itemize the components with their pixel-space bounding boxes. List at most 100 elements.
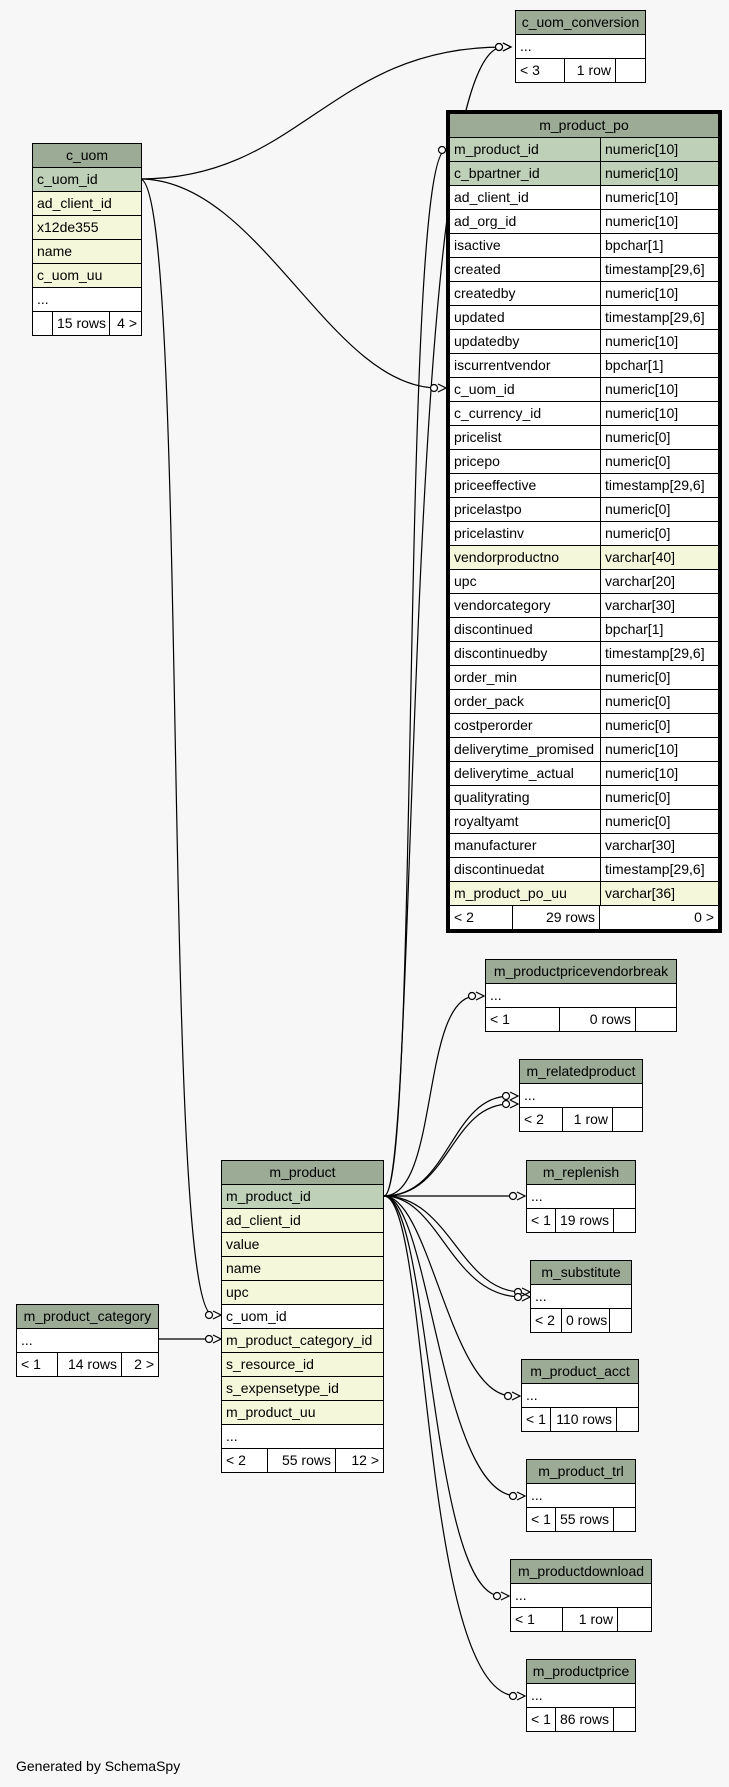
table-title[interactable]: m_product_po: [450, 114, 718, 138]
column-name: order_min: [454, 669, 518, 685]
parents-link[interactable]: < 1: [526, 1411, 546, 1427]
table-title[interactable]: m_productpricevendorbreak: [486, 960, 676, 984]
parents-link[interactable]: < 2: [524, 1111, 544, 1127]
column-name: priceeffective: [454, 477, 537, 493]
crowfoot-marker: [509, 1099, 520, 1109]
table-title[interactable]: c_uom_conversion: [516, 11, 645, 35]
children-link[interactable]: [609, 1309, 631, 1332]
row-count: 1 row: [562, 1108, 612, 1131]
parents-link[interactable]: [33, 312, 52, 335]
parents-link[interactable]: < 1: [531, 1711, 551, 1727]
column-name: ...: [21, 1332, 33, 1348]
children-link[interactable]: 4 >: [109, 312, 141, 335]
crowfoot-marker: [516, 1191, 527, 1201]
column-type: numeric[0]: [600, 450, 718, 473]
table-title[interactable]: m_product_trl: [527, 1460, 635, 1484]
column-name: discontinuedat: [454, 861, 545, 877]
table-title[interactable]: m_productdownload: [511, 1560, 651, 1584]
parents-link[interactable]: < 1: [515, 1611, 535, 1627]
column-type: numeric[10]: [600, 186, 718, 209]
parents-link[interactable]: < 1: [21, 1356, 41, 1372]
column-name: name: [37, 243, 73, 259]
parents-link[interactable]: < 1: [531, 1212, 551, 1228]
column-type: numeric[0]: [600, 810, 718, 833]
row-count: 0 rows: [559, 1008, 635, 1031]
crowfoot-marker: [511, 1391, 522, 1401]
children-link[interactable]: [616, 1408, 638, 1431]
children-link[interactable]: [617, 1608, 651, 1631]
table-title[interactable]: c_uom: [33, 144, 141, 168]
parents-link[interactable]: < 1: [531, 1511, 551, 1527]
children-link[interactable]: [635, 1008, 676, 1031]
children-link[interactable]: 2 >: [121, 1353, 158, 1376]
column-name: m_product_po_uu: [454, 885, 567, 901]
column-name: updatedby: [454, 333, 520, 349]
column-name: pricelastinv: [454, 525, 525, 541]
column-row: ad_client_id: [222, 1209, 383, 1233]
row-count: 0 rows: [561, 1309, 609, 1332]
table-title[interactable]: m_product_acct: [522, 1360, 638, 1384]
column-name: vendorproductno: [454, 549, 560, 565]
column-name: ad_org_id: [454, 213, 517, 229]
parents-link[interactable]: < 1: [490, 1011, 510, 1027]
children-link[interactable]: [612, 1108, 642, 1131]
column-name: deliverytime_promised: [454, 741, 595, 757]
children-link[interactable]: [613, 1508, 635, 1531]
parents-link[interactable]: < 2: [226, 1452, 246, 1468]
children-link[interactable]: [613, 1708, 635, 1731]
table-title[interactable]: m_product_category: [17, 1305, 158, 1329]
children-link[interactable]: 0 >: [599, 906, 718, 929]
table-title[interactable]: m_relatedproduct: [520, 1060, 642, 1084]
table-title[interactable]: m_productprice: [527, 1660, 635, 1684]
children-link[interactable]: [613, 1209, 635, 1232]
column-name: pricelist: [454, 429, 502, 445]
children-link[interactable]: 12 >: [335, 1449, 383, 1472]
optional-marker: [437, 145, 447, 155]
parents-link[interactable]: < 3: [520, 62, 540, 78]
column-name: s_resource_id: [226, 1356, 314, 1372]
edge-m-productdownload: [383, 1195, 502, 1597]
column-type: bpchar[1]: [600, 234, 718, 257]
parents-link[interactable]: < 2: [535, 1312, 555, 1328]
edge-m-substitute-2: [383, 1195, 523, 1298]
optional-marker: [508, 1191, 518, 1201]
optional-marker: [467, 991, 477, 1001]
column-name: m_product_category_id: [226, 1332, 373, 1348]
column-name: upc: [226, 1284, 249, 1300]
column-row: name: [222, 1257, 383, 1281]
edge-m-product-po-m-product-id: [383, 149, 447, 1197]
table-title[interactable]: m_product: [222, 1161, 383, 1185]
column-row: ...: [516, 35, 645, 59]
column-name: ...: [226, 1428, 238, 1444]
table-title[interactable]: m_substitute: [531, 1261, 631, 1285]
children-link[interactable]: [615, 59, 645, 82]
column-name: x12de355: [37, 219, 99, 235]
table-title[interactable]: m_replenish: [527, 1161, 635, 1185]
column-row: ...: [527, 1185, 635, 1209]
parents-link[interactable]: < 2: [454, 909, 474, 925]
column-row: ...: [33, 288, 141, 312]
